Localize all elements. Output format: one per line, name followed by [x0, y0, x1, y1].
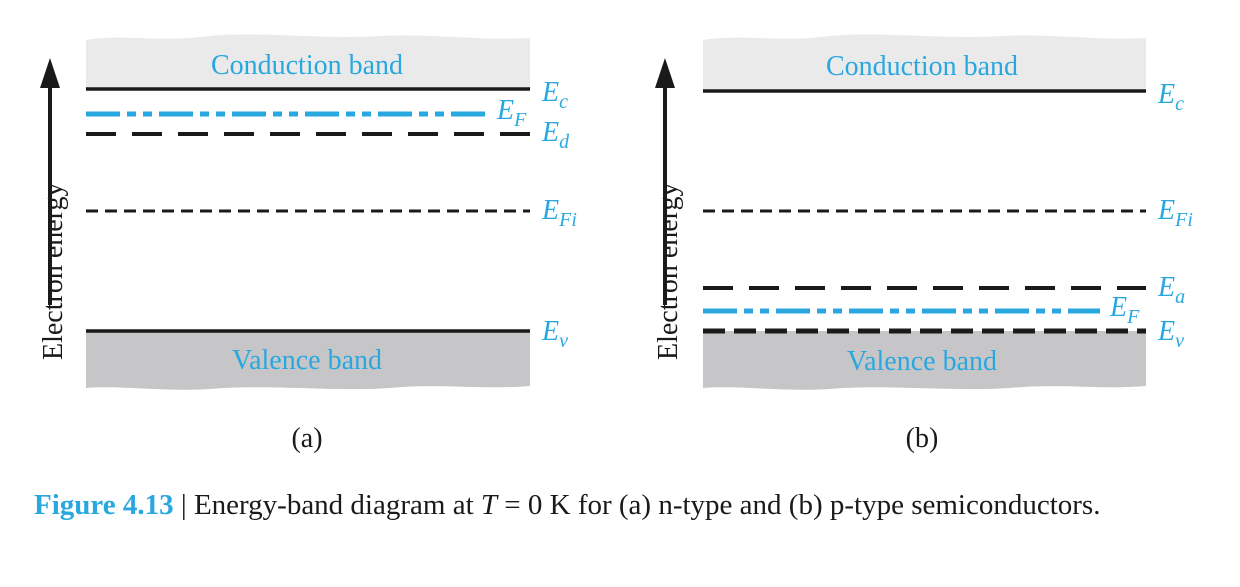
caption-text-end: = 0 K for (a) n-type and (b) p-type semi…: [497, 489, 1101, 521]
valence-band-label-b: Valence band: [847, 346, 997, 377]
ec-label-b: Ec: [1157, 79, 1184, 115]
ef-label-a: EF: [496, 95, 527, 131]
conduction-band-b: [703, 34, 1146, 91]
ea-label-b: Ea: [1157, 272, 1185, 308]
axis-label-b: Electron energy: [653, 182, 684, 360]
caption-text-start: Energy-band diagram at: [193, 489, 481, 521]
caption-separator: |: [173, 489, 194, 521]
panel-a: Electron energy Conduction band Ec EF Ed…: [38, 34, 577, 454]
caption-temperature-symbol: T: [480, 489, 498, 521]
valence-band-label-a: Valence band: [232, 345, 382, 376]
valence-band-a: [86, 331, 530, 390]
conduction-band-a: [86, 34, 530, 89]
efi-label-b: EFi: [1157, 195, 1193, 231]
panel-label-a: (a): [291, 423, 322, 454]
conduction-band-label-b: Conduction band: [826, 51, 1018, 82]
panel-b: Electron energy Conduction band Ec EFi E…: [653, 34, 1193, 454]
ec-label-a: Ec: [541, 77, 568, 113]
figure-caption: Figure 4.13 | Energy-band diagram at T =…: [34, 487, 1224, 524]
valence-band-b: [703, 331, 1146, 390]
panel-label-b: (b): [906, 423, 939, 454]
efi-label-a: EFi: [541, 195, 577, 231]
arrow-head-a: [40, 58, 60, 88]
conduction-band-label-a: Conduction band: [211, 50, 403, 81]
arrow-head-b: [655, 58, 675, 88]
ef-label-b: EF: [1109, 292, 1140, 328]
figure-number: Figure 4.13: [34, 489, 174, 521]
axis-label-a: Electron energy: [38, 182, 69, 360]
ev-label-b: Ev: [1157, 316, 1184, 352]
ev-label-a: Ev: [541, 316, 568, 352]
ed-label-a: Ed: [541, 117, 570, 153]
